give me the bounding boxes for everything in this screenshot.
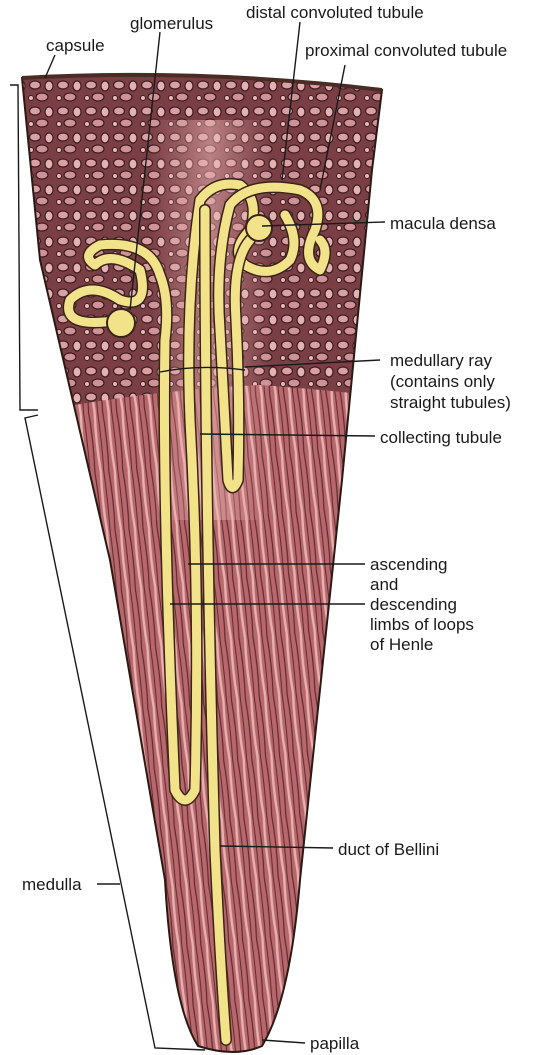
glomerulus-upper bbox=[246, 215, 272, 241]
henle-label-2: and bbox=[370, 575, 398, 594]
capsule-label: capsule bbox=[46, 36, 105, 55]
duct-of-bellini-label: duct of Bellini bbox=[338, 840, 439, 859]
medullary-ray-note-1: (contains only bbox=[390, 372, 495, 391]
medullary-ray-note-2: straight tubules) bbox=[390, 393, 511, 412]
glomerulus-lower bbox=[107, 309, 135, 337]
distal-convoluted-tubule-label: distal convoluted tubule bbox=[246, 3, 424, 22]
proximal-convoluted-tubule-label: proximal convoluted tubule bbox=[305, 41, 507, 60]
henle-label-4: limbs of loops bbox=[370, 615, 474, 634]
henle-label-5: of Henle bbox=[370, 635, 433, 654]
glomerulus-label: glomerulus bbox=[130, 14, 213, 33]
henle-label-1: ascending bbox=[370, 555, 448, 574]
medullary-ray-label: medullary ray bbox=[390, 351, 493, 370]
collecting-tubule-label: collecting tubule bbox=[380, 428, 502, 447]
papilla-leader bbox=[262, 1040, 305, 1043]
kidney-lobe bbox=[0, 60, 554, 1055]
medulla-label: medulla bbox=[22, 875, 82, 894]
papilla-label: papilla bbox=[310, 1034, 360, 1053]
henle-label-3: descending bbox=[370, 595, 457, 614]
macula-densa-label: macula densa bbox=[390, 214, 496, 233]
